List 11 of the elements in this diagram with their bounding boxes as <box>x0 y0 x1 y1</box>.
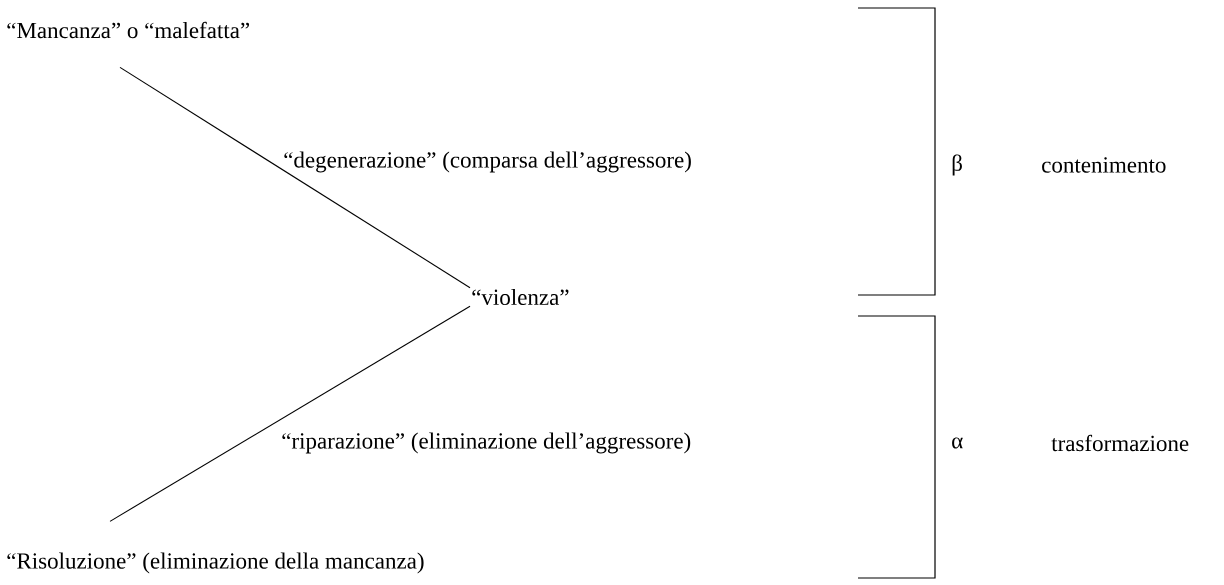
node-label: “violenza” <box>472 288 569 306</box>
greek-symbol: α <box>952 437 963 449</box>
node-label: “Mancanza” o “malefatta” <box>7 21 250 39</box>
greek-symbol: β <box>952 154 962 176</box>
phase-label: “riparazione” (eliminazione dell’aggressore) <box>282 432 691 454</box>
connector-line <box>119 66 471 289</box>
connector-line <box>109 305 471 522</box>
phase-name: contenimento <box>1042 157 1166 173</box>
phase-label: “degenerazione” (comparsa dell’aggressore) <box>284 151 691 173</box>
node-label: “Risoluzione” (eliminazione della mancanza) <box>7 552 424 574</box>
phase-name: trasformazione <box>1051 434 1189 452</box>
